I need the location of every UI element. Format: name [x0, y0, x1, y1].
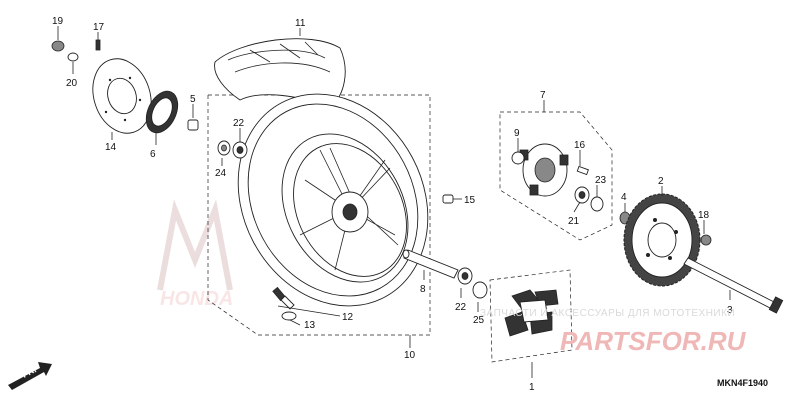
- callout-25: 25: [473, 315, 485, 326]
- callout-labels: 19 17 20 14 6 5 11 22 24 7 9 16 23 21 4 …: [52, 16, 733, 393]
- callout-9: 9: [514, 128, 520, 139]
- callout-11: 11: [295, 18, 306, 29]
- callout-2: 2: [658, 176, 664, 187]
- callout-1: 1: [529, 382, 535, 393]
- flange-seal: [590, 196, 604, 212]
- bearing-left: [232, 141, 248, 159]
- wheel-rim: [237, 93, 429, 307]
- damper-frame: [489, 269, 573, 363]
- tire-valve: [272, 286, 295, 310]
- callout-19: 19: [52, 16, 64, 27]
- callout-15: 15: [464, 195, 476, 206]
- tire: [214, 38, 346, 109]
- disc-washer: [67, 52, 79, 62]
- damper-rubber-set: [504, 289, 559, 337]
- leader-lines: [57, 26, 731, 378]
- callout-20: 20: [66, 78, 78, 89]
- callout-22-left: 22: [233, 118, 245, 129]
- callout-23: 23: [595, 175, 607, 186]
- disc-bolt: [95, 39, 101, 51]
- callout-16: 16: [574, 140, 586, 151]
- honda-watermark-logo: HONDA: [157, 199, 233, 310]
- bearing-right: [457, 267, 473, 285]
- collar: [187, 119, 199, 131]
- sprocket-stud: [576, 165, 589, 176]
- callout-14: 14: [105, 142, 117, 153]
- callout-21: 21: [568, 216, 580, 227]
- wheel-assembly-frame: [207, 94, 431, 336]
- flange-collar: [511, 151, 525, 165]
- oil-seal-right: [472, 281, 488, 299]
- drive-pin: [442, 194, 454, 204]
- axle-spacer: [402, 249, 459, 279]
- valve-nut: [281, 311, 297, 321]
- callout-24: 24: [215, 168, 227, 179]
- watermark-brand: PARTSFOR.RU: [560, 326, 747, 356]
- flange-bearing: [574, 186, 590, 204]
- callout-5: 5: [190, 94, 196, 105]
- callout-13: 13: [304, 320, 316, 331]
- callout-18: 18: [698, 210, 710, 221]
- disc-nut: [51, 40, 65, 52]
- front-direction-arrow: FR.: [8, 362, 52, 390]
- brake-disc: [92, 58, 152, 134]
- honda-logo-text: HONDA: [160, 288, 233, 310]
- diagram-code: MKN4F1940: [717, 378, 768, 388]
- callout-12: 12: [342, 312, 354, 323]
- callout-17: 17: [93, 22, 105, 33]
- callout-3: 3: [727, 305, 733, 316]
- rear-axle: [683, 257, 784, 314]
- flange-assembly-frame: [499, 111, 613, 241]
- callout-4: 4: [621, 192, 627, 203]
- callout-8: 8: [420, 284, 426, 295]
- oil-seal-left: [217, 140, 231, 156]
- watermark-tagline: ЗАПЧАСТИ И АКСЕССУАРЫ ДЛЯ МОТОТЕХНИКИ: [480, 308, 735, 319]
- callout-22-right: 22: [455, 302, 467, 313]
- dust-seal: [145, 90, 179, 134]
- driven-sprocket: [623, 193, 701, 287]
- driven-flange: [519, 143, 569, 197]
- callout-7: 7: [540, 90, 546, 101]
- sprocket-nut: [700, 234, 712, 246]
- front-arrow-label: FR.: [20, 364, 37, 379]
- callout-10: 10: [404, 350, 416, 361]
- callout-6: 6: [150, 149, 156, 160]
